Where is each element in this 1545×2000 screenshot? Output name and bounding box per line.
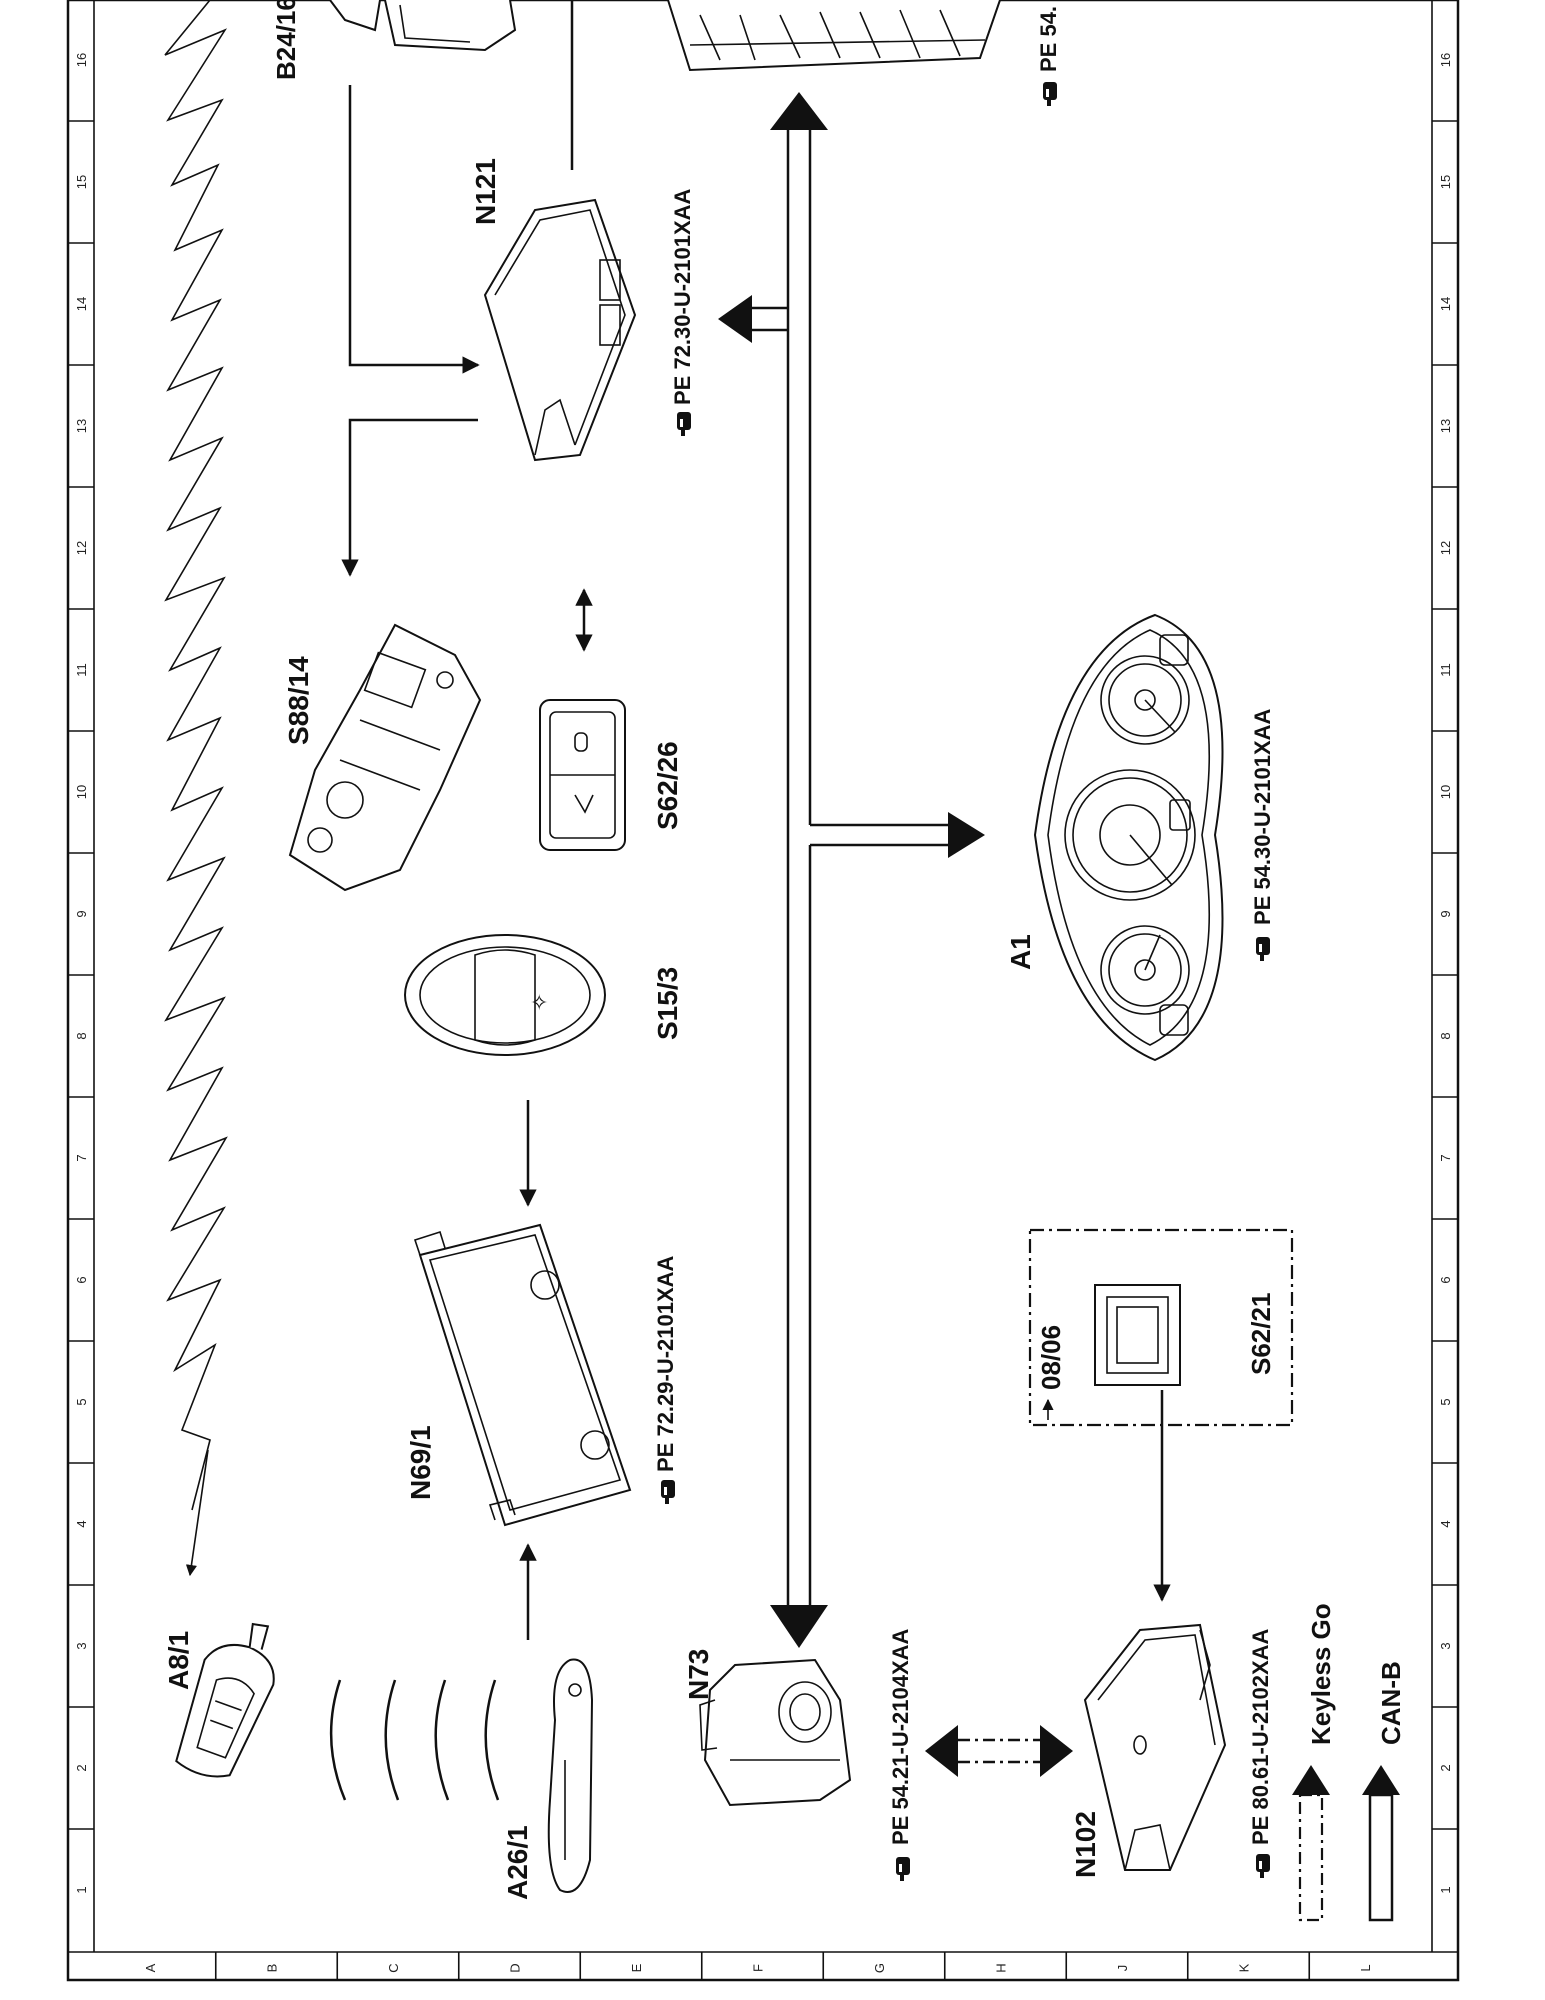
legend-keyless-go-label: Keyless Go bbox=[1306, 1603, 1336, 1745]
grid-number-label: 7 bbox=[1438, 1154, 1453, 1161]
pointing-hand-icon bbox=[1256, 937, 1270, 961]
b24-16-sensor bbox=[329, 0, 517, 52]
label-s62-26: S62/26 bbox=[652, 741, 683, 830]
label-s62-21: S62/21 bbox=[1246, 1293, 1276, 1375]
n69-1-module bbox=[413, 1223, 632, 1527]
grid-number-label: 1 bbox=[74, 1886, 89, 1893]
arrows-n121-s88 bbox=[341, 85, 480, 577]
grid-letter-label: K bbox=[1237, 1963, 1252, 1972]
s15-3-button: ✧ bbox=[404, 934, 606, 1056]
grid-number-label: 3 bbox=[74, 1642, 89, 1649]
grid-number-label: 3 bbox=[1438, 1642, 1453, 1649]
grid-number-label: 14 bbox=[74, 297, 89, 311]
grid-number-label: 12 bbox=[74, 541, 89, 555]
n73-ignition-switch bbox=[699, 1658, 852, 1807]
grid-number-label: 7 bbox=[74, 1154, 89, 1161]
n121-module bbox=[483, 0, 637, 462]
ref-n69-1: PE 72.29-U-2101XAA bbox=[653, 1255, 678, 1472]
grid-number-label: 2 bbox=[74, 1764, 89, 1771]
grid-number-label: 5 bbox=[1438, 1398, 1453, 1405]
ref-n102: PE 80.61-U-2102XAA bbox=[1248, 1628, 1273, 1845]
label-a1: A1 bbox=[1005, 934, 1036, 970]
frame bbox=[66, 0, 1460, 1982]
grid-letter-label: L bbox=[1358, 1964, 1373, 1971]
s62-26-switch bbox=[539, 699, 626, 851]
label-n73: N73 bbox=[683, 1649, 714, 1700]
grid-number-label: 16 bbox=[1438, 53, 1453, 67]
grid-number-label: 4 bbox=[1438, 1520, 1453, 1527]
grid-number-label: 16 bbox=[74, 53, 89, 67]
pointing-hand-icon bbox=[677, 412, 691, 436]
can-b-bus bbox=[718, 92, 985, 1648]
grid-number-label: 5 bbox=[74, 1398, 89, 1405]
grid-number-label: 13 bbox=[74, 419, 89, 433]
n102-module bbox=[1083, 1623, 1227, 1871]
label-n69-1: N69/1 bbox=[405, 1425, 436, 1500]
grid-letter-label: H bbox=[994, 1963, 1009, 1972]
ref-n121: PE 72.30-U-2101XAA bbox=[670, 188, 695, 405]
grid-number-label: 6 bbox=[74, 1276, 89, 1283]
grid-letter-label: J bbox=[1115, 1965, 1130, 1972]
grid-number-label: 15 bbox=[1438, 175, 1453, 189]
fuse-relay-box bbox=[667, 0, 1001, 72]
label-s15-3: S15/3 bbox=[652, 967, 683, 1040]
label-s88-14: S88/14 bbox=[283, 656, 314, 745]
a1-instrument-cluster bbox=[1033, 613, 1224, 1062]
grid-number-label: 10 bbox=[1438, 785, 1453, 799]
grid-letter-label: D bbox=[508, 1963, 523, 1972]
grid-number-label: 13 bbox=[1438, 419, 1453, 433]
grid-number-label: 11 bbox=[74, 663, 89, 677]
grid-letter-label: G bbox=[872, 1963, 887, 1973]
svg-text:✧: ✧ bbox=[530, 991, 548, 1016]
grid-number-label: 8 bbox=[74, 1032, 89, 1039]
grid-number-label: 8 bbox=[1438, 1032, 1453, 1039]
ref-top-right: PE 54. bbox=[1036, 6, 1061, 72]
legend-keyless-go: Keyless Go bbox=[1292, 1603, 1336, 1922]
label-a26-1: A26/1 bbox=[502, 1825, 533, 1900]
grid-number-label: 1 bbox=[1438, 1886, 1453, 1893]
date-note: 08/06 bbox=[1036, 1325, 1066, 1420]
pointing-hand-icon bbox=[1043, 82, 1057, 106]
grid-letter-label: C bbox=[386, 1963, 401, 1972]
grid-letter-label: B bbox=[265, 1964, 280, 1973]
grid-number-label: 4 bbox=[74, 1520, 89, 1527]
grid-number-label: 15 bbox=[74, 175, 89, 189]
legend-can-b-label: CAN-B bbox=[1376, 1661, 1406, 1745]
date-note-text: 08/06 bbox=[1036, 1325, 1066, 1390]
legend-can-b: CAN-B bbox=[1362, 1661, 1406, 1922]
door-handle-icon bbox=[547, 1658, 594, 1893]
ref-n73: PE 54.21-U-2104XAA bbox=[888, 1628, 913, 1845]
grid-letter-label: F bbox=[751, 1964, 766, 1972]
antenna-zigzag-icon bbox=[164, 0, 228, 1577]
grid-number-label: 14 bbox=[1438, 297, 1453, 311]
pointing-hand-icon bbox=[1256, 1854, 1270, 1878]
label-n102: N102 bbox=[1070, 1811, 1101, 1878]
label-b24-16: B24/16 bbox=[271, 0, 301, 80]
label-a8-1: A8/1 bbox=[163, 1631, 194, 1690]
radio-waves bbox=[329, 1679, 500, 1801]
s88-14-switch bbox=[288, 623, 482, 892]
label-n121: N121 bbox=[470, 158, 501, 225]
grid-letter-label: A bbox=[143, 1963, 158, 1972]
grid-number-label: 9 bbox=[1438, 910, 1453, 917]
legend: Keyless Go CAN-B bbox=[1292, 1603, 1406, 1922]
grid-number-label: 12 bbox=[1438, 541, 1453, 555]
remote-key-icon bbox=[175, 1622, 275, 1778]
grid-number-label: 6 bbox=[1438, 1276, 1453, 1283]
keyless-go-link-n73-n102 bbox=[925, 1725, 1073, 1777]
grid-number-label: 10 bbox=[74, 785, 89, 799]
pointing-hand-icon bbox=[661, 1480, 675, 1504]
grid-number-label: 2 bbox=[1438, 1764, 1453, 1771]
grid-number-label: 9 bbox=[74, 910, 89, 917]
pointing-hand-icon bbox=[896, 1857, 910, 1881]
grid-number-label: 11 bbox=[1438, 663, 1453, 677]
grid-letter-label: E bbox=[629, 1963, 644, 1972]
ref-a1: PE 54.30-U-2101XAA bbox=[1250, 708, 1275, 925]
